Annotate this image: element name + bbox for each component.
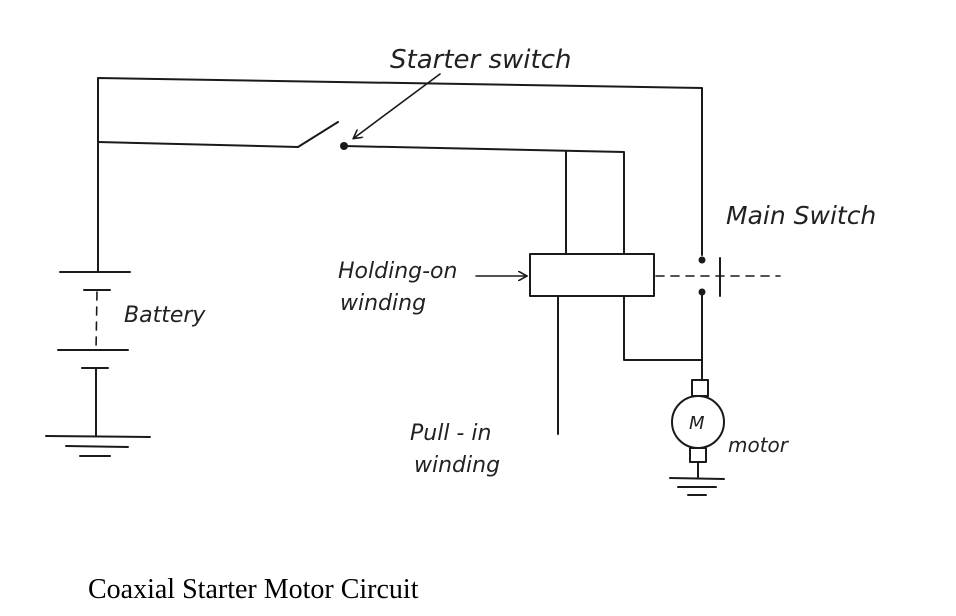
main-switch-upper-contact (698, 256, 706, 264)
top-supply-wire (97, 77, 703, 256)
motor-symbol: M (689, 413, 705, 434)
main-switch-label: Main Switch (726, 201, 876, 230)
pull-in-label-line2: winding (414, 453, 500, 478)
solenoid-winding (529, 253, 655, 297)
battery-ground-2 (65, 445, 129, 448)
solenoid-to-motor-wire (623, 295, 703, 361)
motor-upper-brush (691, 379, 709, 397)
motor-lower-brush (689, 447, 707, 463)
pull-in-label-line1: Pull - in (410, 421, 491, 446)
battery-to-starter-wire (97, 141, 299, 148)
battery-label: Battery (124, 303, 206, 328)
holding-on-label-line1: Holding-on (338, 259, 457, 284)
battery-cell-gap (95, 291, 98, 351)
battery-ground-1 (45, 435, 151, 438)
diagram-caption: Coaxial Starter Motor Circuit (88, 574, 419, 605)
motor-label: motor (728, 433, 790, 457)
holding-on-label-line2: winding (340, 291, 426, 316)
starter-switch-blade (297, 121, 339, 148)
starter-switch-arrow (354, 73, 441, 138)
motor-ground-1 (669, 477, 725, 480)
starter-output-wire (343, 145, 625, 255)
main-switch-lower-contact (698, 288, 706, 296)
starter-switch-label: Starter switch (390, 45, 571, 75)
